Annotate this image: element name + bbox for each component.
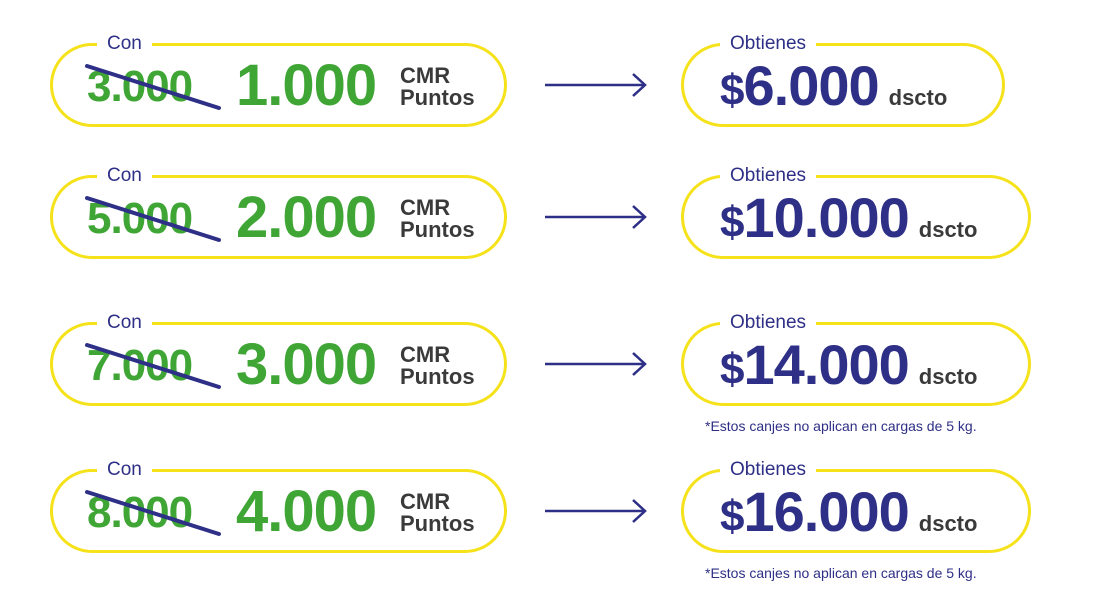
currency-symbol: $	[720, 198, 745, 247]
discount-suffix: dscto	[888, 85, 948, 110]
discount-value: $10.000 dscto	[720, 186, 977, 255]
new-points: 3.000	[236, 332, 377, 397]
points-unit: CMR Puntos	[400, 491, 475, 535]
obtienes-label: Obtienes	[720, 32, 817, 56]
disclaimer-note: *Estos canjes no aplican en cargas de 5 …	[705, 418, 977, 434]
discount-amount: 10.000	[743, 186, 909, 249]
obtienes-label: Obtienes	[720, 164, 817, 188]
con-label: Con	[97, 164, 152, 188]
discount-suffix: dscto	[918, 511, 978, 536]
discount-suffix: dscto	[918, 364, 978, 389]
right-arrow-icon	[545, 205, 647, 229]
old-points: 5.000	[87, 194, 193, 243]
discount-amount: 6.000	[743, 54, 879, 117]
currency-symbol: $	[720, 345, 745, 394]
points-unit: CMR Puntos	[400, 197, 475, 241]
currency-symbol: $	[720, 66, 745, 115]
right-arrow-icon	[545, 499, 647, 523]
unit-line-puntos: Puntos	[400, 511, 475, 536]
discount-pill: Obtienes $14.000 dscto	[681, 311, 1031, 406]
unit-line-cmr: CMR	[400, 342, 451, 367]
points-pill: Con 5.000 2.000 CMR Puntos	[50, 164, 507, 259]
old-points: 3.000	[87, 62, 193, 111]
points-pill: Con 3.000 1.000 CMR Puntos	[50, 32, 507, 127]
right-arrow-icon	[545, 73, 647, 97]
con-label: Con	[97, 458, 152, 482]
right-arrow-icon	[545, 352, 647, 376]
offer-row-1: Con 3.000 1.000 CMR Puntos Obtienes $6.0…	[0, 32, 1105, 133]
points-pill: Con 8.000 4.000 CMR Puntos	[50, 458, 507, 553]
discount-pill: Obtienes $16.000 dscto	[681, 458, 1031, 553]
points-unit: CMR Puntos	[400, 65, 475, 109]
unit-line-puntos: Puntos	[400, 217, 475, 242]
con-label: Con	[97, 311, 152, 335]
new-points: 1.000	[236, 53, 377, 118]
points-pill: Con 7.000 3.000 CMR Puntos	[50, 311, 507, 406]
old-points: 8.000	[87, 488, 193, 537]
old-points: 7.000	[87, 341, 193, 390]
unit-line-cmr: CMR	[400, 63, 451, 88]
discount-value: $16.000 dscto	[720, 480, 977, 549]
discount-value: $6.000 dscto	[720, 54, 947, 123]
points-unit: CMR Puntos	[400, 344, 475, 388]
con-label: Con	[97, 32, 152, 56]
unit-line-cmr: CMR	[400, 195, 451, 220]
obtienes-label: Obtienes	[720, 458, 817, 482]
discount-pill: Obtienes $6.000 dscto	[681, 32, 1005, 127]
new-points: 2.000	[236, 185, 377, 250]
obtienes-label: Obtienes	[720, 311, 817, 335]
offer-row-4: Con 8.000 4.000 CMR Puntos Obtienes $16.…	[0, 458, 1105, 559]
offer-row-3: Con 7.000 3.000 CMR Puntos Obtienes $14.…	[0, 311, 1105, 412]
disclaimer-note: *Estos canjes no aplican en cargas de 5 …	[705, 565, 977, 581]
new-points: 4.000	[236, 479, 377, 544]
unit-line-puntos: Puntos	[400, 364, 475, 389]
unit-line-cmr: CMR	[400, 489, 451, 514]
discount-pill: Obtienes $10.000 dscto	[681, 164, 1031, 259]
discount-amount: 16.000	[743, 480, 909, 543]
discount-amount: 14.000	[743, 333, 909, 396]
discount-suffix: dscto	[918, 217, 978, 242]
unit-line-puntos: Puntos	[400, 85, 475, 110]
offer-row-2: Con 5.000 2.000 CMR Puntos Obtienes $10.…	[0, 164, 1105, 265]
currency-symbol: $	[720, 492, 745, 541]
discount-value: $14.000 dscto	[720, 333, 977, 402]
